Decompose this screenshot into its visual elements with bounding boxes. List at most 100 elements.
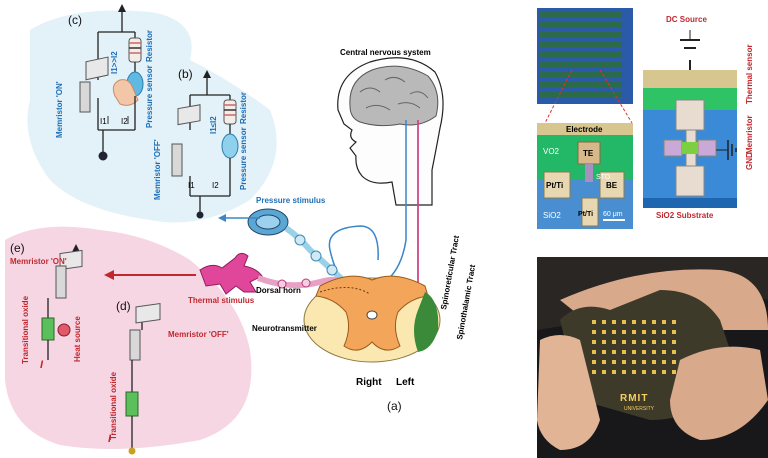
chip-pad xyxy=(652,350,656,354)
rmit-logo-text: RMIT xyxy=(620,393,648,404)
chip-pad xyxy=(602,330,606,334)
brain-shape xyxy=(349,65,439,127)
device-schematic xyxy=(643,30,737,208)
current-label-e: I xyxy=(40,359,44,371)
memristor-c-bottom xyxy=(79,81,91,113)
chip-pad xyxy=(632,360,636,364)
pressure-sensor-label-b: Pressure sensor xyxy=(239,127,248,190)
memristor-label: Memristor xyxy=(745,115,754,154)
chip-pad xyxy=(662,340,666,344)
circuit-b xyxy=(171,70,239,219)
thermal-sensor-label: Thermal sensor xyxy=(745,44,754,104)
chip-pad xyxy=(642,320,646,324)
chip-pad xyxy=(632,330,636,334)
chip-pad xyxy=(602,370,606,374)
dorsal-horn-label: Dorsal horn xyxy=(256,286,301,295)
heat-source-label: Heat source xyxy=(73,316,82,362)
current-label-b: I1≤I2 xyxy=(209,116,218,134)
dc-source-label: DC Source xyxy=(666,15,707,24)
head-illustration xyxy=(337,57,444,206)
resistor-label-c: Resistor xyxy=(145,30,154,62)
neurotransmitter-label: Neurotransmitter xyxy=(252,324,317,333)
chip-pad xyxy=(632,340,636,344)
sio2-substrate-label: SiO2 Substrate xyxy=(656,211,714,220)
chip-pad xyxy=(612,360,616,364)
heat-source-icon xyxy=(57,323,71,337)
cns-label: Central nervous system xyxy=(340,48,431,57)
pressure-receptor xyxy=(247,208,348,285)
panel-label-e: (e) xyxy=(10,241,25,255)
chip-pad xyxy=(632,320,636,324)
electrode-label: Electrode xyxy=(566,125,603,134)
chip-pad xyxy=(652,320,656,324)
chip-pad xyxy=(592,350,596,354)
right-label: Right xyxy=(356,377,382,388)
stack-layer xyxy=(540,42,622,47)
chip-pad xyxy=(672,320,676,324)
stack-layer xyxy=(540,22,622,27)
chip-pad xyxy=(592,370,596,374)
chip-pad xyxy=(642,330,646,334)
device-micrograph xyxy=(537,123,633,229)
stack-layer xyxy=(540,12,622,17)
stack-layer xyxy=(540,92,622,97)
university-logo-text: UNIVERSITY xyxy=(624,406,655,412)
chip-pad xyxy=(612,350,616,354)
chip-pad xyxy=(602,320,606,324)
memristor-off-label-b: Memristor 'OFF' xyxy=(153,139,162,200)
gnd-label: GND xyxy=(745,152,754,170)
transitional-oxide-e-block xyxy=(41,317,55,341)
resistor-label-b: Resistor xyxy=(239,92,248,124)
circuit-c xyxy=(79,4,144,161)
panel-label-d: (d) xyxy=(116,299,131,313)
panel-label-a: (a) xyxy=(387,399,402,413)
chip-pad xyxy=(662,370,666,374)
chip-pad xyxy=(652,360,656,364)
chip-pad xyxy=(602,340,606,344)
chip-pad xyxy=(612,330,616,334)
chip-pad xyxy=(602,350,606,354)
memristor-on-label-e: Memristor 'ON' xyxy=(10,257,67,266)
te-label: TE xyxy=(583,149,594,158)
chip-pad xyxy=(652,330,656,334)
spinal-cord xyxy=(303,275,441,363)
chip-pad xyxy=(662,330,666,334)
circuit-e xyxy=(41,244,83,360)
chip-pad xyxy=(622,320,626,324)
chip-pad xyxy=(672,370,676,374)
chip-pad xyxy=(622,370,626,374)
i1-label-b: I1 xyxy=(188,181,195,190)
chip-pad xyxy=(622,350,626,354)
stack-layer xyxy=(540,82,622,87)
pressure-sensor-label-c: Pressure sensor xyxy=(145,65,154,128)
resistor-c-shape xyxy=(128,37,142,63)
sio2-label: SiO2 xyxy=(543,211,561,220)
i2-label-b: I2 xyxy=(212,181,219,190)
chip-pad xyxy=(672,340,676,344)
stack-layer xyxy=(540,72,622,77)
stack-layer xyxy=(540,62,622,67)
chip-pad xyxy=(662,320,666,324)
spinothalamic-tract-label: Spinothalamic Tract xyxy=(455,264,477,341)
stack-layer xyxy=(540,32,622,37)
chip-pad xyxy=(612,320,616,324)
chip-pad xyxy=(672,330,676,334)
circuit-d xyxy=(125,302,161,455)
thermal-stimulus-label: Thermal stimulus xyxy=(188,296,255,305)
chip-pad xyxy=(672,350,676,354)
chip-pad xyxy=(602,360,606,364)
chip-pad xyxy=(652,370,656,374)
sto-label: STO xyxy=(596,174,611,181)
vo2-label: VO2 xyxy=(543,147,560,156)
chip-pad xyxy=(642,360,646,364)
pressure-stimulus-label: Pressure stimulus xyxy=(256,196,326,205)
device-stack-image xyxy=(537,8,633,104)
panel-label-b: (b) xyxy=(178,67,193,81)
chip-pad xyxy=(612,340,616,344)
chip-pad xyxy=(592,320,596,324)
left-label: Left xyxy=(396,377,415,388)
panel-e-background xyxy=(5,226,252,449)
current-label-d: I xyxy=(108,433,112,445)
transitional-oxide-label-d: Transitional oxide xyxy=(109,371,118,440)
scale-bar-label: 60 μm xyxy=(603,211,623,218)
